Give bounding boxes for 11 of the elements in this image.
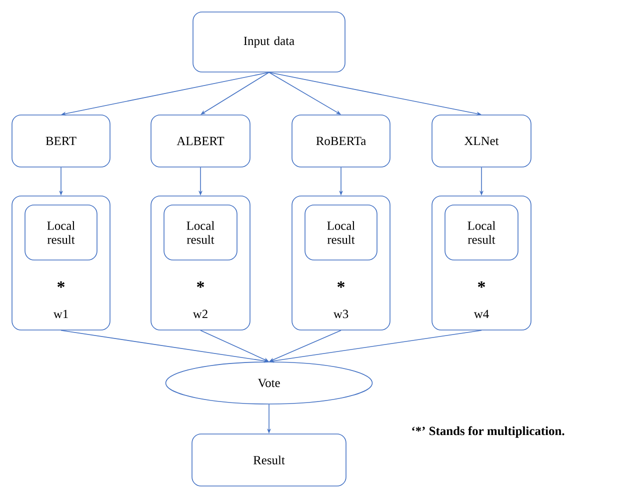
note: ‘*’ Stands for multiplication. (412, 426, 564, 438)
local-result-box: Local result (164, 204, 238, 260)
process-box: BERT (12, 114, 110, 168)
process-box: XLNet (432, 114, 532, 168)
local-result-box: Local result (24, 204, 98, 260)
local-result-box: Local result (444, 204, 518, 260)
process-box: RoBERTa (292, 114, 390, 168)
process-box: ALBERT (150, 114, 250, 168)
process-box: Result (192, 434, 346, 486)
process-box: Input data (192, 12, 346, 72)
local-result-box: Local result (304, 204, 378, 260)
